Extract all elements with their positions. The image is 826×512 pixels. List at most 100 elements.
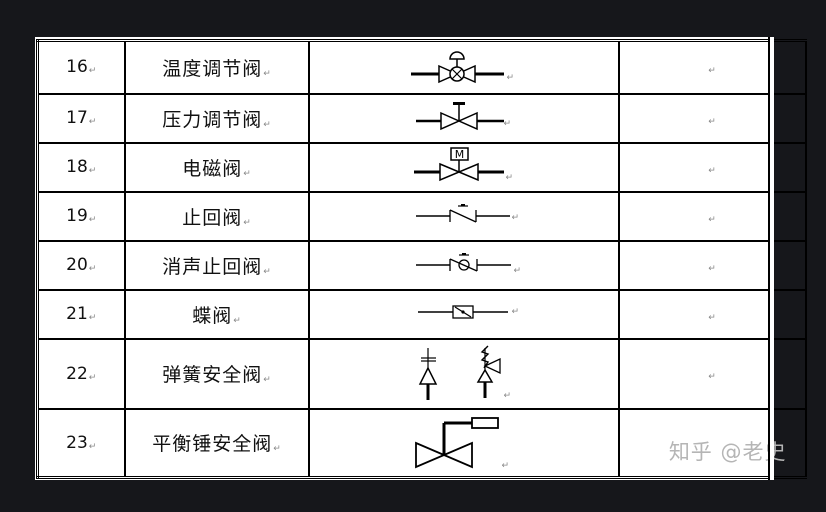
row-number-cell: 23↵ <box>36 407 126 479</box>
row-number-cell: 22↵ <box>36 337 126 410</box>
paragraph-mark: ↵ <box>88 66 97 77</box>
note-cell: ↵ <box>617 239 807 291</box>
row-number: 16 <box>66 57 88 78</box>
document-page: 16↵ 温度调节阀↵ ↵ <box>35 37 807 480</box>
valve-name-cell: 蝶阀↵ <box>123 288 310 340</box>
valve-name-cell: 止回阀↵ <box>123 190 310 242</box>
table-row: 18↵ 电磁阀↵ M ↵ ↵ <box>36 141 807 193</box>
row-number: 23 <box>66 432 88 453</box>
row-number: 21 <box>66 304 88 324</box>
valve-symbol-cell: ↵ <box>307 407 620 479</box>
paragraph-mark: ↵ <box>88 264 97 274</box>
valve-name-cell: 弹簧安全阀↵ <box>123 337 310 410</box>
note-cell: ↵ <box>617 92 807 144</box>
row-number: 20 <box>66 255 88 275</box>
row-number-cell: 19↵ <box>36 190 126 242</box>
note-cell: ↵ <box>617 190 807 242</box>
valve-name-cell: 平衡锤安全阀↵ <box>123 407 310 479</box>
valve-name: 止回阀 <box>182 206 243 229</box>
paragraph-mark: ↵ <box>233 315 241 326</box>
row-number-cell: 16↵ <box>36 39 126 95</box>
row-number: 22 <box>66 363 88 384</box>
table-row: 20↵ 消声止回阀↵ ↵ <box>36 239 807 291</box>
row-number: 19 <box>66 206 88 226</box>
paragraph-mark: ↵ <box>88 215 97 225</box>
valve-name-cell: 电磁阀↵ <box>123 141 310 193</box>
paragraph-mark: ↵ <box>708 116 716 127</box>
silent-check-valve-icon <box>415 253 511 272</box>
paragraph-mark: ↵ <box>506 73 515 84</box>
svg-text:M: M <box>454 148 464 161</box>
paragraph-mark: ↵ <box>263 375 271 385</box>
paragraph-mark: ↵ <box>708 263 716 274</box>
paragraph-mark: ↵ <box>708 372 716 382</box>
note-cell: ↵ <box>617 39 807 95</box>
valve-symbol-table: 16↵ 温度调节阀↵ ↵ <box>36 39 807 479</box>
spring-safety-valve-icon <box>418 345 501 400</box>
valve-symbol-cell: ↵ <box>307 239 620 291</box>
watermark: 知乎 @老史 <box>668 439 787 464</box>
valve-name-cell: 压力调节阀↵ <box>123 92 310 144</box>
paragraph-mark: ↵ <box>708 65 716 76</box>
paragraph-mark: ↵ <box>708 214 716 225</box>
valve-name-cell: 温度调节阀↵ <box>123 39 310 95</box>
row-number-cell: 21↵ <box>36 288 126 340</box>
paragraph-mark: ↵ <box>263 68 271 79</box>
valve-symbol-cell: ↵ <box>307 190 620 242</box>
valve-name: 电磁阀 <box>182 157 243 180</box>
table-row: 16↵ 温度调节阀↵ ↵ <box>36 39 807 95</box>
note-cell: ↵ <box>617 337 807 410</box>
paragraph-mark: ↵ <box>88 372 97 383</box>
table-row: 23↵ 平衡锤安全阀↵ ↵ 知乎 @老史 <box>36 407 807 479</box>
note-cell: ↵ <box>617 288 807 340</box>
paragraph-mark: ↵ <box>273 444 281 455</box>
paragraph-mark: ↵ <box>88 441 97 452</box>
check-valve-icon <box>415 204 510 223</box>
paragraph-mark: ↵ <box>88 313 97 323</box>
valve-name: 平衡锤安全阀 <box>152 433 273 456</box>
paragraph-mark: ↵ <box>263 119 271 130</box>
paragraph-mark: ↵ <box>243 217 251 228</box>
paragraph-mark: ↵ <box>511 307 520 317</box>
temperature-control-valve-icon <box>410 51 504 84</box>
row-number-cell: 20↵ <box>36 239 126 291</box>
paragraph-mark: ↵ <box>513 266 522 276</box>
paragraph-mark: ↵ <box>505 173 514 183</box>
pressure-control-valve-icon <box>415 102 504 131</box>
page-right-edge <box>768 37 774 480</box>
valve-symbol-cell: ↵ <box>307 288 620 340</box>
valve-name: 消声止回阀 <box>162 255 263 278</box>
table-row: 17↵ 压力调节阀↵ ↵ ↵ <box>36 92 807 144</box>
paragraph-mark: ↵ <box>501 460 510 471</box>
paragraph-mark: ↵ <box>511 213 520 223</box>
valve-symbol-cell: ↵ <box>307 337 620 410</box>
paragraph-mark: ↵ <box>503 390 512 401</box>
valve-name-cell: 消声止回阀↵ <box>123 239 310 291</box>
valve-symbol-cell: M ↵ <box>307 141 620 193</box>
valve-name: 压力调节阀 <box>162 108 263 131</box>
note-cell: 知乎 @老史 <box>617 407 807 479</box>
table-row: 19↵ 止回阀↵ ↵ <box>36 190 807 242</box>
paragraph-mark: ↵ <box>243 168 251 179</box>
valve-name: 弹簧安全阀 <box>162 364 263 386</box>
paragraph-mark: ↵ <box>503 119 512 129</box>
solenoid-valve-icon: M <box>413 147 504 182</box>
paragraph-mark: ↵ <box>88 117 97 127</box>
row-number-cell: 18↵ <box>36 141 126 193</box>
butterfly-valve-icon <box>417 305 508 319</box>
paragraph-mark: ↵ <box>708 165 716 176</box>
note-cell: ↵ <box>617 141 807 193</box>
table-row: 21↵ 蝶阀↵ ↵ ↵ <box>36 288 807 340</box>
valve-symbol-cell: ↵ <box>307 39 620 95</box>
row-number: 17 <box>66 108 88 128</box>
weight-safety-valve-icon <box>414 416 499 469</box>
row-number: 18 <box>66 157 88 177</box>
paragraph-mark: ↵ <box>88 166 97 176</box>
paragraph-mark: ↵ <box>263 266 271 277</box>
valve-name: 温度调节阀 <box>162 57 263 80</box>
valve-symbol-cell: ↵ <box>307 92 620 144</box>
table-row: 22↵ 弹簧安全阀↵ <box>36 337 807 410</box>
valve-name: 蝶阀 <box>192 304 233 327</box>
row-number-cell: 17↵ <box>36 92 126 144</box>
paragraph-mark: ↵ <box>708 312 716 323</box>
